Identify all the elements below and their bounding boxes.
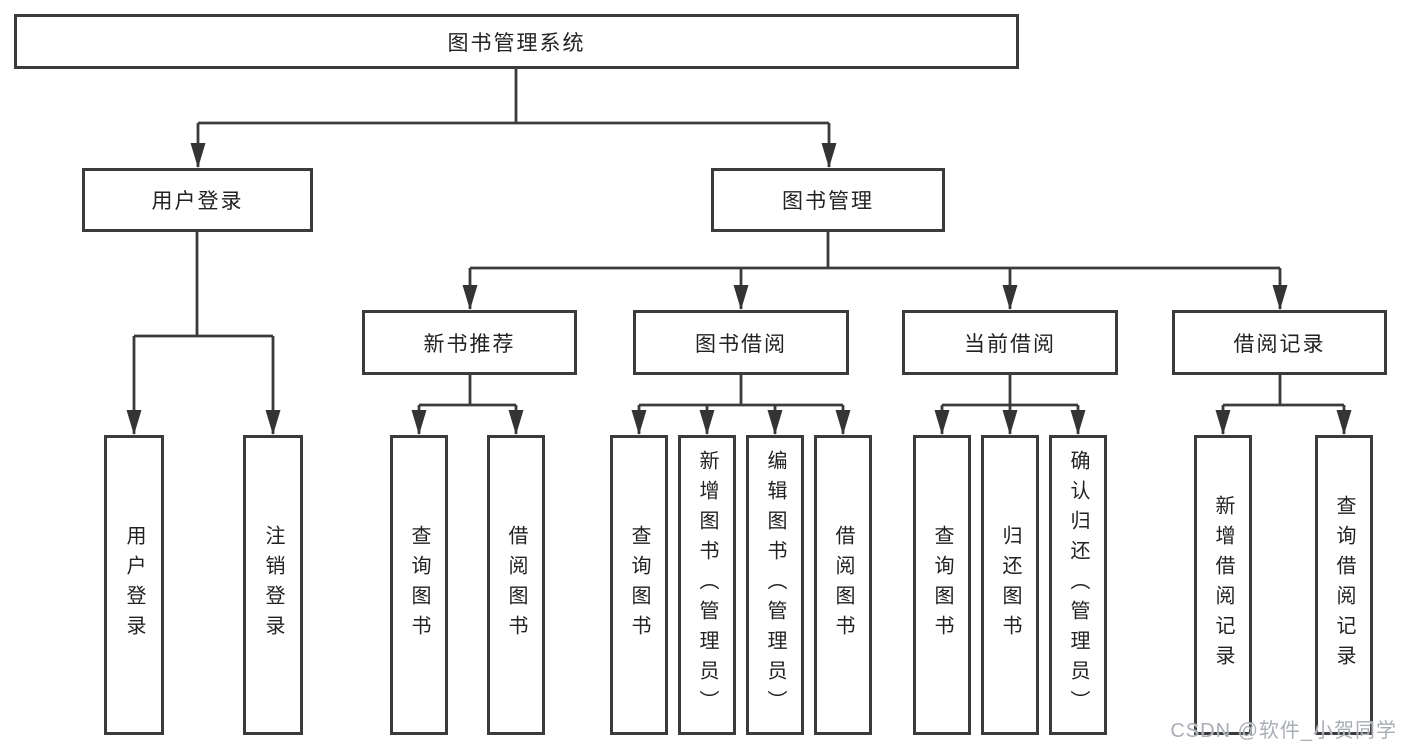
node-label: 新书推荐: [423, 332, 516, 356]
leaf-return-books: 归还图书: [981, 435, 1039, 735]
leaf-query-books-current: 查询图书: [913, 435, 971, 735]
node-label: 新增借阅记录: [1212, 495, 1234, 675]
node-label: 用户登录: [123, 525, 145, 645]
node-label: 归还图书: [999, 525, 1021, 645]
node-label: 借阅图书: [832, 525, 854, 645]
node-label: 确认归还（管理员）: [1067, 450, 1089, 720]
leaf-borrow-books: 借阅图书: [814, 435, 872, 735]
node-label: 新增图书（管理员）: [696, 450, 718, 720]
node-label: 当前借阅: [964, 332, 1056, 356]
leaf-logout: 注销登录: [243, 435, 303, 735]
node-new-book-recommendation: 新书推荐: [362, 310, 577, 375]
node-label: 图书借阅: [695, 332, 787, 356]
node-label: 查询借阅记录: [1333, 495, 1355, 675]
leaf-add-borrow-record: 新增借阅记录: [1194, 435, 1252, 735]
node-label: 查询图书: [931, 525, 953, 645]
node-book-management-module: 图书管理: [711, 168, 945, 232]
node-user-login-module: 用户登录: [82, 168, 313, 232]
csdn-watermark: CSDN @软件_小贺同学: [1170, 720, 1397, 742]
leaf-query-books-recommend: 查询图书: [390, 435, 448, 735]
node-label: 借阅记录: [1233, 332, 1326, 356]
node-label: 查询图书: [408, 525, 430, 645]
leaf-borrow-books-recommend: 借阅图书: [487, 435, 545, 735]
node-label: 用户登录: [151, 190, 244, 213]
node-borrowing-records: 借阅记录: [1172, 310, 1387, 375]
leaf-user-login: 用户登录: [104, 435, 164, 735]
leaf-edit-books-admin: 编辑图书（管理员）: [746, 435, 804, 735]
leaf-add-books-admin: 新增图书（管理员）: [678, 435, 736, 735]
node-label: 图书管理: [782, 190, 874, 213]
node-label: 注销登录: [262, 525, 284, 645]
node-label: 编辑图书（管理员）: [764, 450, 786, 720]
node-label: 查询图书: [628, 525, 650, 645]
leaf-confirm-return-admin: 确认归还（管理员）: [1049, 435, 1107, 735]
node-label: 图书管理系统: [447, 31, 586, 55]
node-book-borrowing: 图书借阅: [633, 310, 849, 375]
node-library-management-system: 图书管理系统: [14, 14, 1019, 69]
node-label: 借阅图书: [505, 525, 527, 645]
leaf-query-borrow-record: 查询借阅记录: [1315, 435, 1373, 735]
leaf-query-books-borrow: 查询图书: [610, 435, 668, 735]
node-current-borrowing: 当前借阅: [902, 310, 1118, 375]
